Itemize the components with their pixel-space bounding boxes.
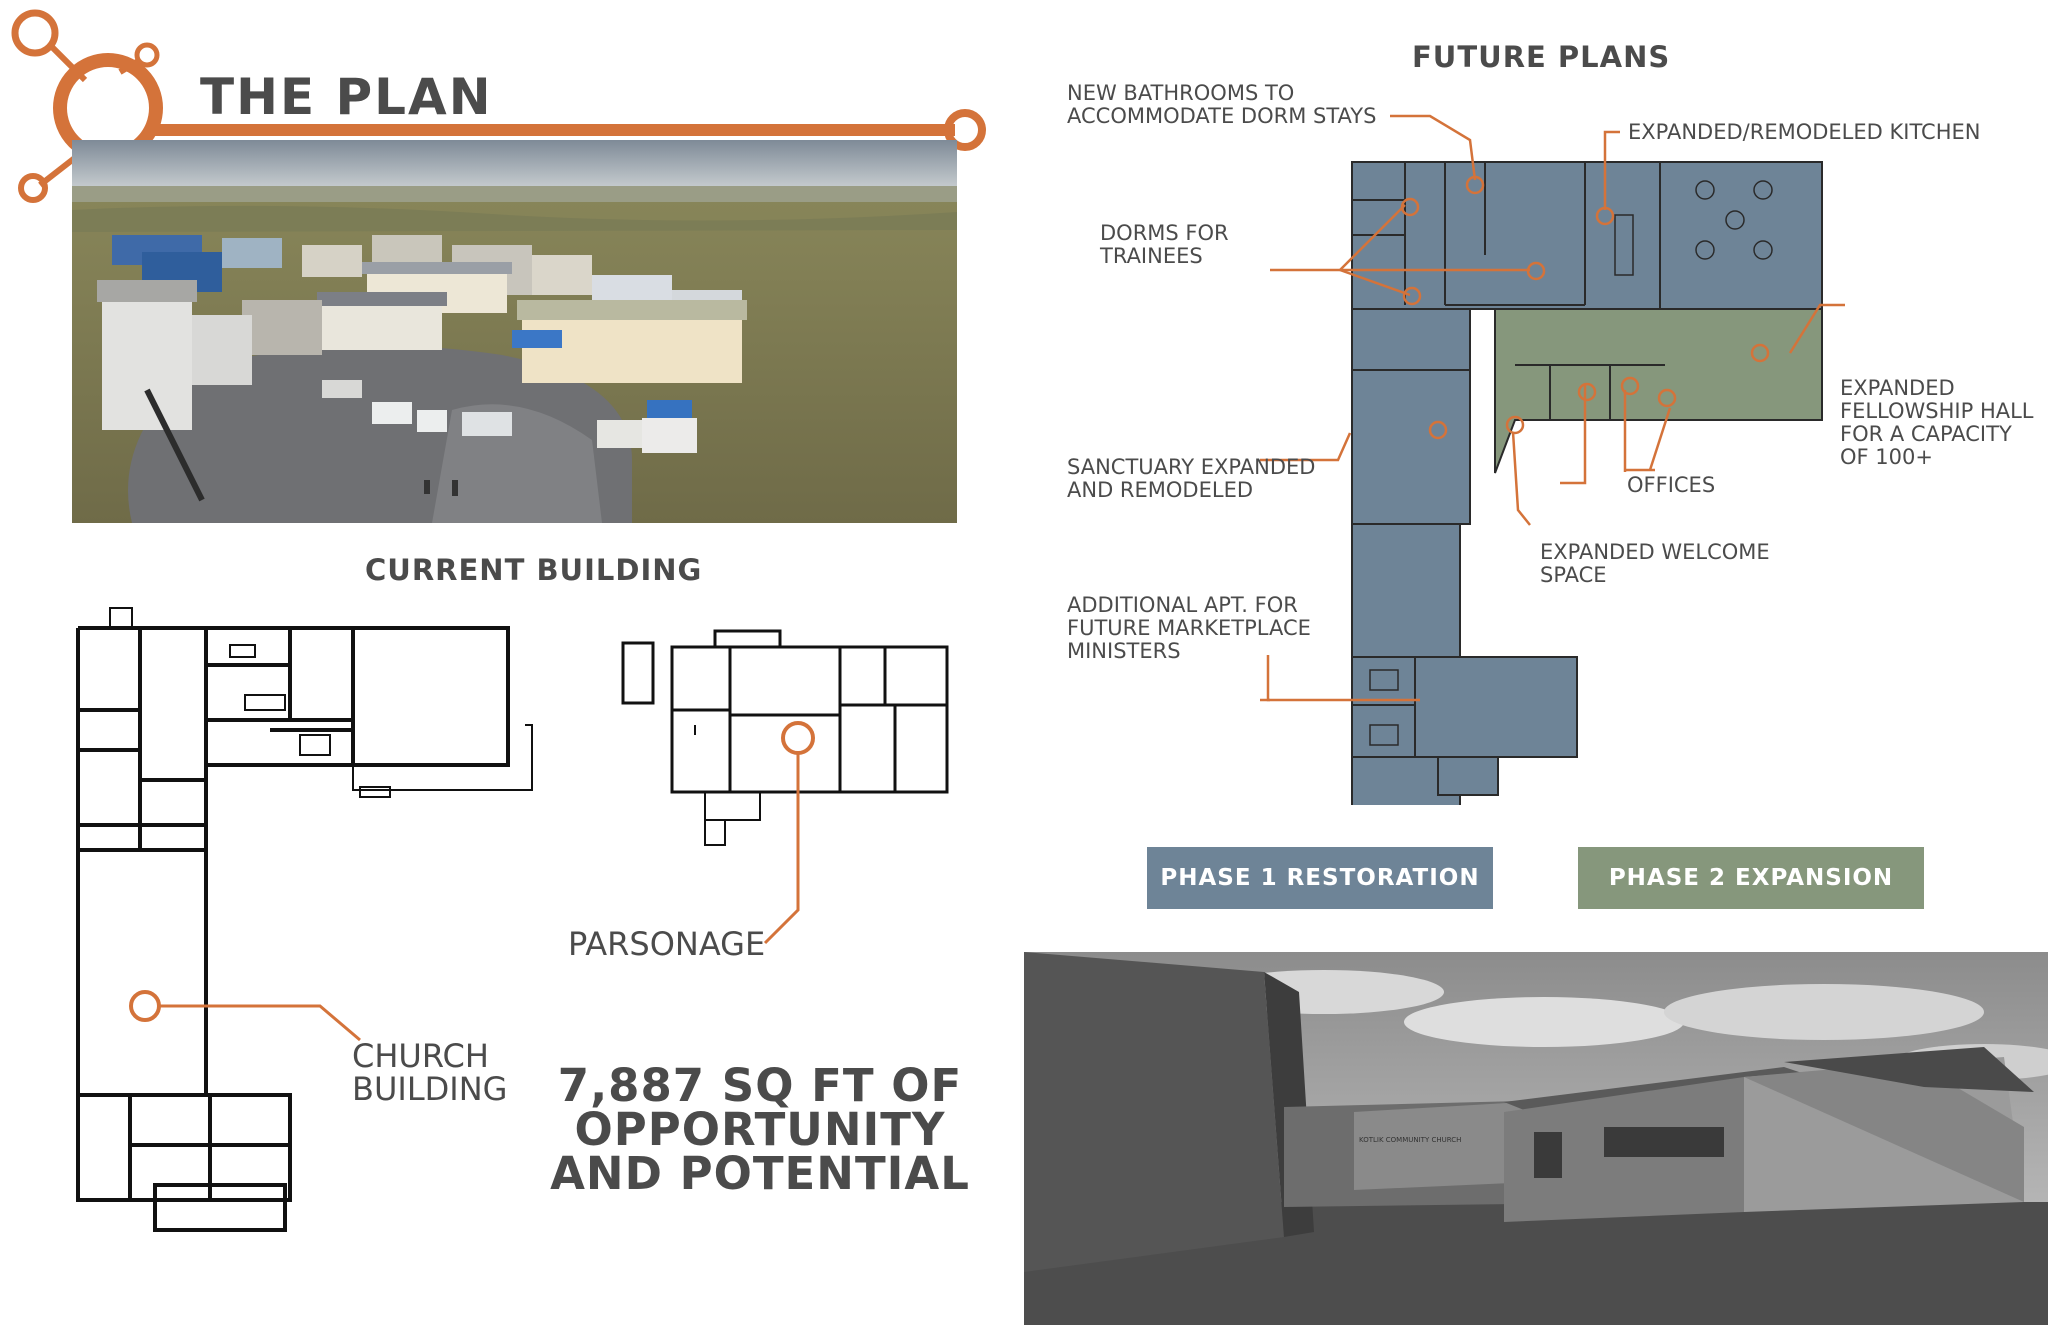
current-building-heading: CURRENT BUILDING [365, 553, 703, 587]
church-rendering: KOTLIK COMMUNITY CHURCH [1024, 952, 2048, 1325]
aerial-village-photo [72, 140, 957, 523]
offices-callout-label: OFFICES [1627, 473, 1716, 497]
stat-line-2: OPPORTUNITY [574, 1103, 946, 1156]
welcome-callout-label: EXPANDED WELCOME SPACE [1540, 540, 1770, 587]
page-title: THE PLAN [200, 68, 493, 126]
building-sign-text: KOTLIK COMMUNITY CHURCH [1359, 1136, 1461, 1144]
apt-callout [1266, 655, 1420, 702]
kitchen-callout-label: EXPANDED/REMODELED KITCHEN [1628, 120, 1981, 144]
square-footage-stat: 7,887 SQ FT OF OPPORTUNITY AND POTENTIAL [540, 1059, 980, 1200]
stat-line-3: AND POTENTIAL [550, 1147, 970, 1200]
phase-1-legend: PHASE 1 RESTORATION [1147, 847, 1493, 909]
church-building-label-line1: CHURCH [352, 1037, 489, 1075]
fellowship-callout-label: EXPANDED FELLOWSHIP HALL FOR A CAPACITY … [1840, 376, 2034, 469]
church-building-label-line2: BUILDING [352, 1070, 508, 1108]
parsonage-floor-plan [621, 629, 949, 945]
dorms-callout-label: DORMS FOR TRAINEES [1100, 221, 1229, 268]
sanctuary-callout-label: SANCTUARY EXPANDED AND REMODELED [1067, 455, 1316, 502]
future-floor-plan [1351, 161, 1823, 805]
phase-2-legend: PHASE 2 EXPANSION [1578, 847, 1924, 909]
future-plans-heading: FUTURE PLANS [1412, 40, 1671, 74]
parsonage-label: PARSONAGE [568, 925, 766, 963]
stat-line-1: 7,887 SQ FT OF [557, 1059, 963, 1112]
future-callouts [1260, 114, 1845, 702]
bathrooms-callout-label: NEW BATHROOMS TO ACCOMMODATE DORM STAYS [1067, 81, 1377, 128]
apartment-callout-label: ADDITIONAL APT. FOR FUTURE MARKETPLACE M… [1067, 593, 1311, 663]
church-floor-plan [76, 607, 533, 1232]
